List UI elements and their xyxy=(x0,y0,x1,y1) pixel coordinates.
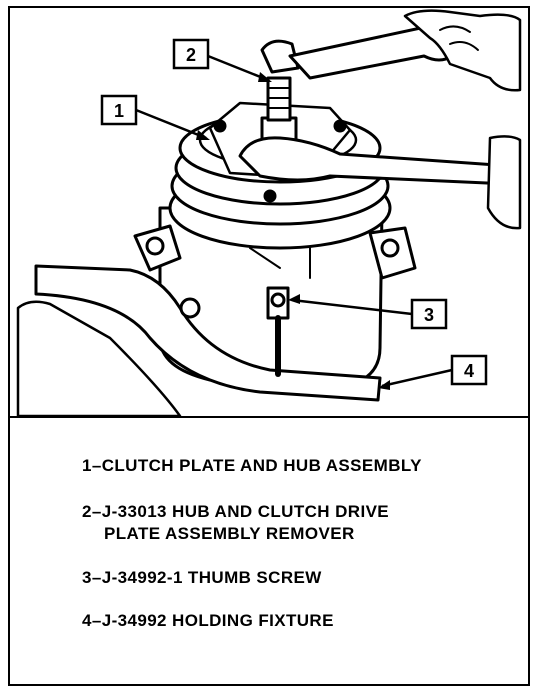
legend-item-2-text-continued: PLATE ASSEMBLY REMOVER xyxy=(104,524,355,543)
mounting-ear-right xyxy=(368,226,417,280)
callout-2-number: 2 xyxy=(186,45,196,65)
legend-item-3-text: 3–J-34992-1 THUMB SCREW xyxy=(82,568,322,587)
callout-2: 2 xyxy=(172,38,272,82)
handle-wrench xyxy=(238,136,512,186)
lower-hand xyxy=(486,135,522,230)
legend-item-2-text: 2–J-33013 HUB AND CLUTCH DRIVE xyxy=(82,502,390,521)
callout-3: 3 xyxy=(288,294,448,330)
legend-item-3: 3–J-34992-1 THUMB SCREW xyxy=(82,568,322,588)
legend-item-4: 4–J-34992 HOLDING FIXTURE xyxy=(82,611,334,631)
legend-item-1-text: 1–CLUTCH PLATE AND HUB ASSEMBLY xyxy=(82,456,422,475)
figure-divider xyxy=(10,416,528,418)
callout-1-number: 1 xyxy=(114,101,124,121)
callout-4-number: 4 xyxy=(464,361,474,381)
legend-item-4-text: 4–J-34992 HOLDING FIXTURE xyxy=(82,611,334,630)
callout-3-number: 3 xyxy=(424,305,434,325)
upper-hand xyxy=(403,9,522,92)
callout-1: 1 xyxy=(100,94,210,140)
compressor-illustration: 1 2 3 4 xyxy=(16,9,522,416)
legend-item-1: 1–CLUTCH PLATE AND HUB ASSEMBLY xyxy=(82,456,422,476)
callout-4: 4 xyxy=(378,354,488,390)
legend-item-2: 2–J-33013 HUB AND CLUTCH DRIVE PLATE ASS… xyxy=(82,502,389,544)
holding-fixture xyxy=(34,264,382,402)
mounting-ear-left xyxy=(133,224,182,272)
engine-housing xyxy=(16,300,182,416)
